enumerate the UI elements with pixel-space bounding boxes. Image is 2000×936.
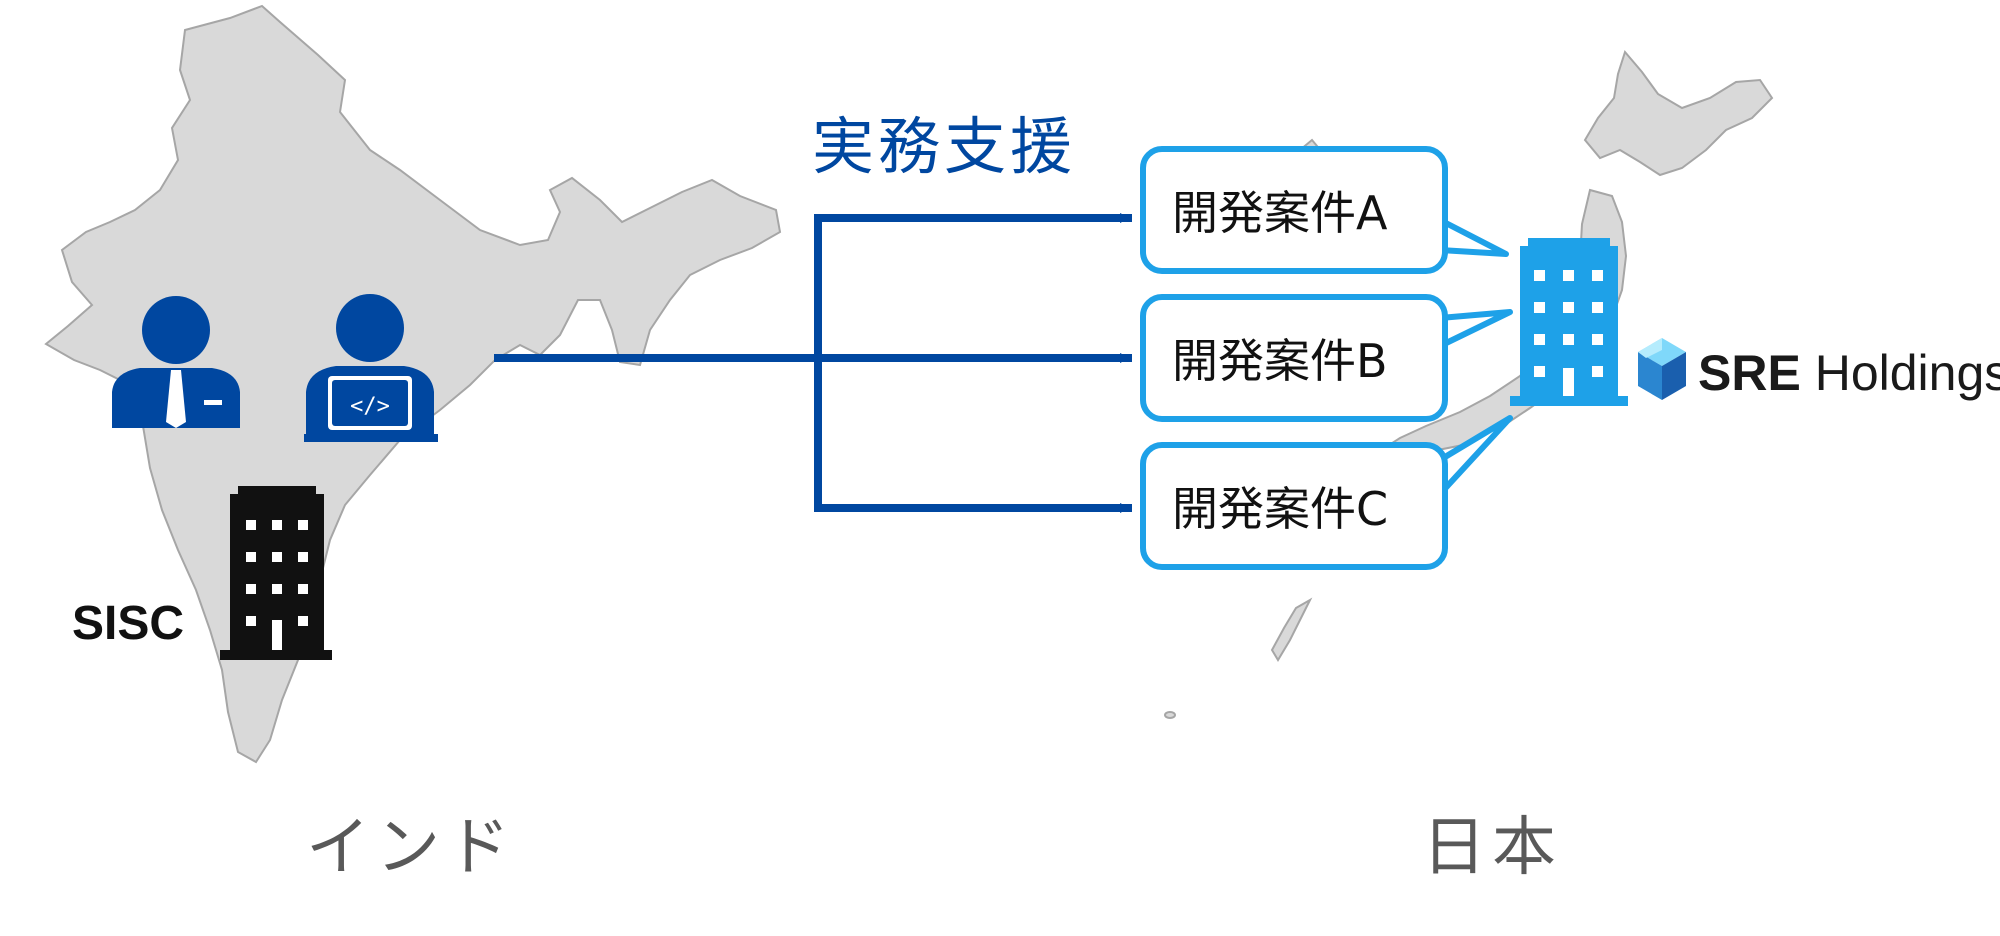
case-label-a: 開発案件A bbox=[1172, 186, 1388, 240]
brand-suffix: Holdings bbox=[1814, 345, 2000, 401]
svg-text:</>: </> bbox=[350, 394, 390, 419]
case-label-b: 開発案件B bbox=[1172, 334, 1388, 388]
support-label: 実務支援 bbox=[812, 110, 1077, 183]
japan-building-windows bbox=[1534, 270, 1603, 396]
bubble-tails bbox=[1437, 217, 1513, 497]
india-label: インド bbox=[306, 811, 516, 885]
case-bubble-b: 開発案件B bbox=[1140, 294, 1448, 422]
sre-holdings-logo-text: SRE Holdings bbox=[1698, 344, 2000, 402]
developer-laptop-icon: </> bbox=[304, 294, 438, 442]
brand-prefix: SRE bbox=[1698, 345, 1801, 401]
sre-logo-icon bbox=[1638, 338, 1686, 400]
japan-label: 日本 bbox=[1422, 811, 1562, 885]
case-bubble-a: 開発案件A bbox=[1140, 146, 1448, 274]
case-bubble-c: 開発案件C bbox=[1140, 442, 1448, 570]
support-arrows bbox=[494, 213, 1132, 513]
case-label-c: 開発案件C bbox=[1172, 482, 1389, 536]
businessman-icon bbox=[112, 296, 240, 428]
sisc-label: SISC bbox=[72, 597, 185, 650]
india-building-windows bbox=[246, 520, 308, 650]
